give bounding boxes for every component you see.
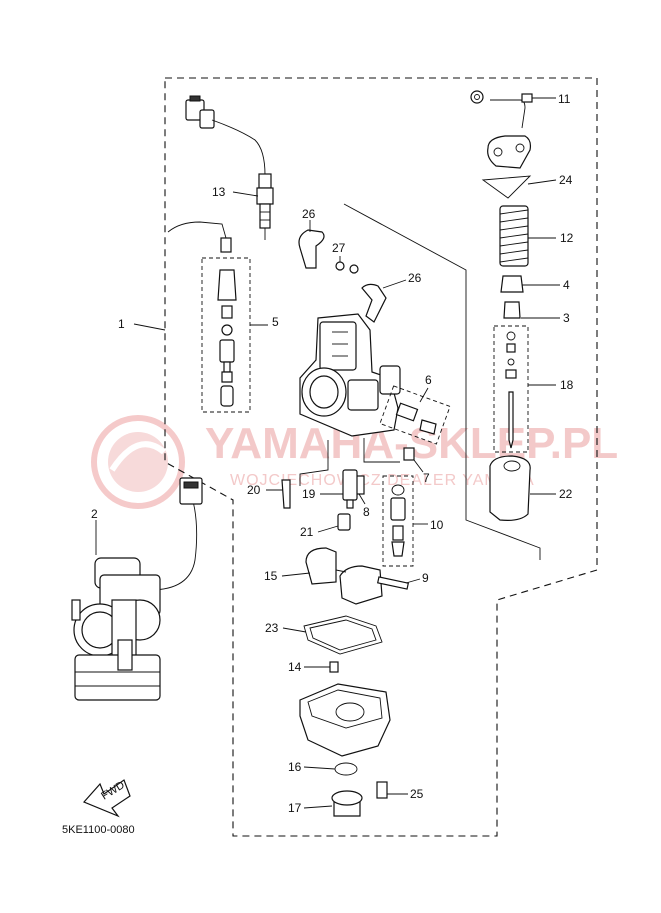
callout-22: 22 xyxy=(559,487,573,501)
watermark-subtitle: WOJCIECHOWICZ DEALER YAMAHA xyxy=(230,472,535,489)
group-box-5 xyxy=(201,257,251,413)
jet-needle-parts xyxy=(217,269,237,407)
callout-17: 17 xyxy=(288,801,302,815)
callout-26-top: 26 xyxy=(302,207,316,221)
callout-18: 18 xyxy=(560,378,574,392)
callout-27: 27 xyxy=(332,241,346,255)
callout-9: 9 xyxy=(422,571,429,585)
callout-8: 8 xyxy=(363,505,370,519)
callout-15: 15 xyxy=(264,569,278,583)
watermark-logo-icon xyxy=(91,415,185,509)
leader-right-body xyxy=(343,203,541,560)
callout-21: 21 xyxy=(300,525,314,539)
fwd-arrow-icon: FWD xyxy=(82,779,131,818)
right-column-parts xyxy=(470,90,533,521)
group-box-10 xyxy=(382,475,414,567)
callout-6: 6 xyxy=(425,373,432,387)
callout-3: 3 xyxy=(563,311,570,325)
callouts: 1 2 3 4 5 6 7 8 9 10 11 12 13 xyxy=(91,92,574,815)
callout-2: 2 xyxy=(91,507,98,521)
callout-25: 25 xyxy=(410,787,424,801)
diagram-code: 5KE1100-0080 xyxy=(62,824,135,836)
callout-19: 19 xyxy=(302,487,316,501)
watermark-title: YAMAHA-SKLEP.PL xyxy=(205,419,618,468)
callout-1: 1 xyxy=(118,317,125,331)
tps-lead xyxy=(185,95,274,240)
carburetor-body xyxy=(298,229,401,437)
callout-11: 11 xyxy=(558,92,571,106)
callout-16: 16 xyxy=(288,760,302,774)
callout-14: 14 xyxy=(288,660,302,674)
assembly-boundary xyxy=(164,77,598,837)
carburetor-assembly-view xyxy=(71,477,203,701)
spring-icon xyxy=(499,205,529,267)
callout-12: 12 xyxy=(560,231,574,245)
callout-26-right: 26 xyxy=(408,271,422,285)
float-assembly xyxy=(305,547,410,605)
callout-5: 5 xyxy=(272,315,279,329)
callout-24: 24 xyxy=(559,173,573,187)
float-bowl-gasket xyxy=(303,615,383,655)
callout-20: 20 xyxy=(247,483,261,497)
callout-10: 10 xyxy=(430,518,444,532)
callout-4: 4 xyxy=(563,278,570,292)
float-bowl xyxy=(299,683,391,757)
callout-7: 7 xyxy=(423,471,430,485)
callout-23: 23 xyxy=(265,621,279,635)
callout-13: 13 xyxy=(212,185,226,199)
